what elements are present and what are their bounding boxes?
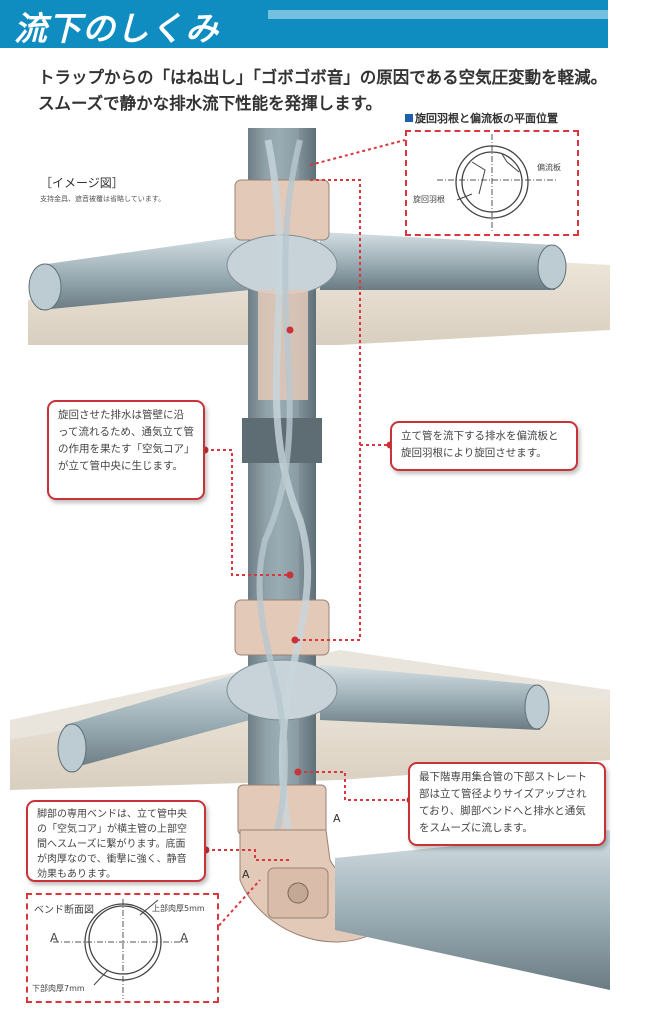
callout-swirl: 立て管を流下する排水を偏流板と旋回羽根により旋回させます。 bbox=[390, 421, 578, 471]
header-band: 流下のしくみ bbox=[0, 0, 608, 48]
lower-left-branch-pipe bbox=[65, 670, 250, 770]
upper-thickness-label: 上部肉厚5mm bbox=[152, 904, 205, 913]
section-mark-left: A bbox=[50, 931, 59, 945]
upper-right-branch-pipe bbox=[320, 232, 555, 290]
bend-section-diagram bbox=[53, 899, 188, 999]
bend-section-box: ベンド断面図 上部肉厚5mm 下部肉厚7mm A A bbox=[26, 893, 219, 1003]
lower-floor-top bbox=[10, 650, 610, 740]
callout-foot-bend: 脚部の専用ベンドは、立て管中央の「空気コア」が横主管の上部空間へスムーズに繋がり… bbox=[26, 800, 206, 882]
vane-plan-diagram bbox=[437, 134, 557, 232]
label-swirl-vane: 旋回羽根 bbox=[413, 195, 445, 204]
label-deflector: 偏流板 bbox=[537, 163, 561, 172]
lower-joint-fitting bbox=[234, 599, 330, 656]
image-label: ［イメージ図］ bbox=[40, 176, 124, 190]
image-note: 支持金具、遮音被覆は省略しています。 bbox=[40, 195, 166, 203]
section-mark-right: A bbox=[180, 931, 189, 945]
bend-section-title: ベンド断面図 bbox=[34, 905, 94, 916]
inset-plan-view: 偏流板 旋回羽根 bbox=[405, 130, 579, 236]
header-strip bbox=[268, 10, 608, 19]
inset-title: 旋回羽根と偏流板の平面位置 bbox=[405, 110, 558, 126]
callout-air-core: 旋回させた排水は管壁に沿って流れるため、通気立て管の作用を果たす「空気コア」が立… bbox=[47, 400, 205, 500]
page-title: 流下のしくみ bbox=[14, 9, 220, 48]
section-mark-a-right: A bbox=[333, 812, 341, 825]
horizontal-main-pipe bbox=[335, 830, 610, 990]
lower-thickness-label: 下部肉厚7mm bbox=[32, 984, 85, 993]
lead-line-1: トラップからの「はね出し」「ゴボゴボ音」の原因である空気圧変動を軽減。 bbox=[38, 68, 608, 87]
section-mark-a-left: A bbox=[242, 868, 250, 881]
lower-right-branch-pipe bbox=[320, 665, 540, 730]
upper-left-branch-pipe bbox=[40, 235, 250, 310]
callout-lower-straight: 最下階専用集合管の下部ストレート部は立て管径よりサイズアップされており、脚部ベン… bbox=[408, 762, 606, 846]
title-box bbox=[0, 0, 265, 48]
lead-line-2: スムーズで静かな排水流下性能を発揮します。 bbox=[38, 94, 383, 113]
